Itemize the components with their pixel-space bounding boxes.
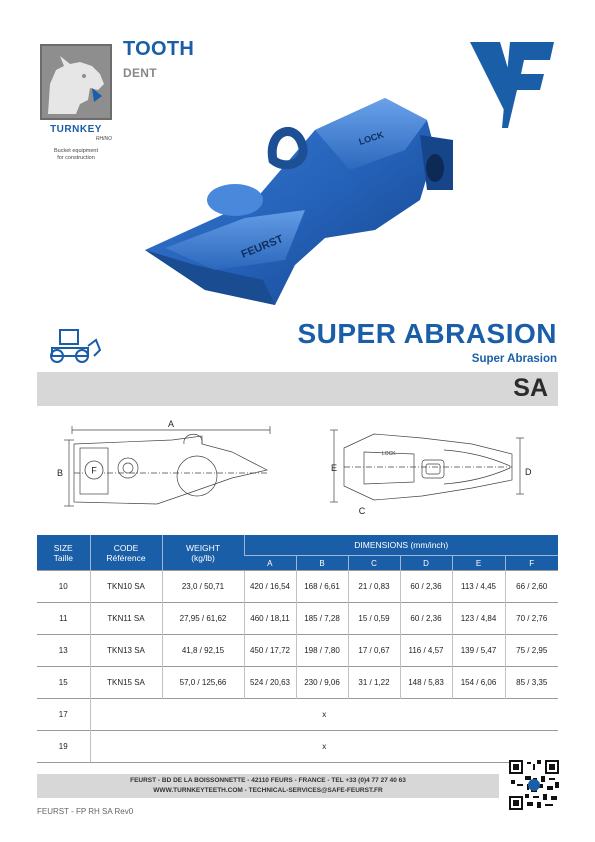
cell-c: 15 / 0,59: [347, 602, 400, 635]
cell-f: 75 / 2,95: [504, 634, 558, 667]
cell-merged: x: [89, 698, 558, 731]
cell-f: 66 / 2,60: [504, 570, 558, 603]
header-dim-c: C: [347, 555, 400, 571]
cell-e: 123 / 4,84: [451, 602, 505, 635]
dim-label-f: F: [91, 466, 97, 476]
footer-contact-band: FEURST - BD DE LA BOISSONNETTE - 42110 F…: [37, 774, 499, 798]
cell-size: 19: [37, 730, 90, 763]
brand-tagline: Bucket equipment for construction: [40, 148, 112, 162]
cell-d: 116 / 4,57: [399, 634, 452, 667]
table-row: 11 TKN11 SA 27,95 / 61,62 460 / 18,11 18…: [37, 602, 558, 635]
product-line-title: SUPER ABRASION: [297, 318, 557, 349]
cell-d: 60 / 2,36: [399, 570, 452, 603]
cell-f: 70 / 2,76: [504, 602, 558, 635]
top-view-drawing: LOCK E D C: [330, 429, 532, 516]
cell-merged: x: [89, 730, 558, 763]
dim-label-b: B: [57, 468, 63, 478]
header-dim-f: F: [504, 555, 558, 571]
cell-b: 198 / 7,80: [295, 634, 348, 667]
cell-code: TKN10 SA: [89, 570, 162, 603]
page-subtitle: DENT: [123, 66, 157, 80]
cell-b: 185 / 7,28: [295, 602, 348, 635]
cell-size: 10: [37, 570, 90, 603]
cell-weight: 23,0 / 50,71: [161, 570, 244, 603]
brand-tagline-1: Bucket equipment: [53, 148, 99, 154]
qr-code[interactable]: [509, 760, 559, 810]
page-title: TOOTH: [123, 38, 195, 60]
cell-d: 148 / 5,83: [399, 666, 452, 699]
table-row: 15 TKN15 SA 57,0 / 125,66 524 / 20,63 23…: [37, 666, 558, 699]
dim-label-c: C: [359, 506, 366, 516]
header-dimensions: DIMENSIONS (mm/inch): [243, 535, 558, 556]
cell-code: TKN11 SA: [89, 602, 162, 635]
header-size-en: SIZE: [53, 542, 73, 553]
table-row: 19 x: [37, 730, 558, 763]
cell-weight: 57,0 / 125,66: [161, 666, 244, 699]
header-dim-b: B: [295, 555, 348, 571]
brand-name: TURNKEY: [50, 124, 102, 135]
cell-a: 460 / 18,11: [243, 602, 296, 635]
document-reference: FEURST - FP RH SA Rev0: [37, 807, 134, 816]
footer-web-email[interactable]: WWW.TURNKEYTEETH.COM - TECHNICAL-SERVICE…: [153, 787, 383, 794]
table-row: 17 x: [37, 698, 558, 731]
feurst-vf-logo: [470, 42, 554, 128]
header-code-fr: Référence: [106, 552, 146, 563]
brand-tagline-2: for construction: [57, 155, 95, 161]
cell-code: TKN15 SA: [89, 666, 162, 699]
side-view-drawing: F A B: [57, 419, 271, 507]
cell-a: 420 / 16,54: [243, 570, 296, 603]
brand-sub: RHINO: [95, 136, 112, 142]
header-dim-a: A: [244, 555, 296, 571]
cell-e: 154 / 6,06: [451, 666, 505, 699]
footer-address: FEURST - BD DE LA BOISSONNETTE - 42110 F…: [130, 777, 406, 784]
cell-e: 113 / 4,45: [451, 570, 505, 603]
table-row: 13 TKN13 SA 41,8 / 92,15 450 / 17,72 198…: [37, 634, 558, 667]
cell-size: 13: [37, 634, 90, 667]
dim-label-d: D: [525, 467, 532, 477]
header-size-fr: Taille: [53, 552, 73, 563]
cell-size: 17: [37, 698, 90, 731]
cell-b: 168 / 6,61: [295, 570, 348, 603]
cell-weight: 41,8 / 92,15: [161, 634, 244, 667]
header-weight-unit: (kg/lb): [191, 552, 215, 563]
cell-f: 85 / 3,35: [504, 666, 558, 699]
loader-tractor-icon: [50, 329, 102, 363]
cell-a: 524 / 20,63: [243, 666, 296, 699]
dim-label-a: A: [168, 419, 174, 429]
product-code-band: SA: [37, 372, 558, 406]
cell-d: 60 / 2,36: [399, 602, 452, 635]
cell-b: 230 / 9,06: [295, 666, 348, 699]
header-dim-d: D: [399, 555, 452, 571]
header-dim-e: E: [451, 555, 505, 571]
header-weight-en: WEIGHT: [186, 542, 220, 553]
cell-size: 15: [37, 666, 90, 699]
cell-c: 31 / 1,22: [347, 666, 400, 699]
header-code-en: CODE: [113, 542, 139, 553]
cell-weight: 27,95 / 61,62: [161, 602, 244, 635]
cell-c: 17 / 0,67: [347, 634, 400, 667]
turnkey-rhino-logo: [40, 44, 112, 120]
header-weight: WEIGHT(kg/lb): [161, 535, 244, 571]
cell-e: 139 / 5,47: [451, 634, 505, 667]
dim-label-e: E: [331, 463, 337, 473]
drawing-lock-text: LOCK: [382, 451, 396, 457]
cell-a: 450 / 17,72: [243, 634, 296, 667]
product-line-subtitle: Super Abrasion: [471, 353, 557, 365]
cell-size: 11: [37, 602, 90, 635]
product-code: SA: [513, 374, 548, 402]
tooth-product-image: LOCK FEURST: [145, 98, 453, 305]
cell-code: TKN13 SA: [89, 634, 162, 667]
cell-c: 21 / 0,83: [347, 570, 400, 603]
table-row: 10 TKN10 SA 23,0 / 50,71 420 / 16,54 168…: [37, 570, 558, 603]
